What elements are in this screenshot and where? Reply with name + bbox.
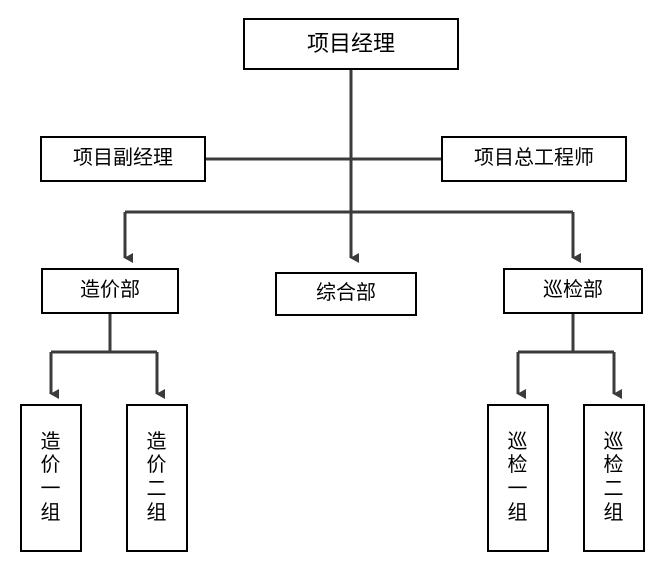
node-inspection-group-2[interactable]: 巡 检 二 组 <box>583 404 645 552</box>
node-cost-department[interactable]: 造价部 <box>41 268 179 314</box>
node-cost-group-1[interactable]: 造 价 一 组 <box>20 404 82 552</box>
node-label: 项目经理 <box>306 31 395 57</box>
node-deputy-manager[interactable]: 项目副经理 <box>40 136 206 182</box>
node-label: 巡 检 二 组 <box>603 430 625 524</box>
node-label: 巡检部 <box>543 279 603 302</box>
node-inspection-group-1[interactable]: 巡 检 一 组 <box>487 404 549 552</box>
node-label: 项目总工程师 <box>474 147 594 170</box>
node-label: 项目副经理 <box>73 147 173 170</box>
node-label: 综合部 <box>316 282 376 305</box>
node-general-department[interactable]: 综合部 <box>275 272 417 316</box>
node-label: 造 价 一 组 <box>40 430 62 524</box>
node-cost-group-2[interactable]: 造 价 二 组 <box>126 404 188 552</box>
node-label: 造价部 <box>80 279 140 302</box>
node-project-manager[interactable]: 项目经理 <box>243 18 459 70</box>
node-label: 造 价 二 组 <box>146 430 168 524</box>
node-chief-engineer[interactable]: 项目总工程师 <box>441 136 627 182</box>
node-label: 巡 检 一 组 <box>507 430 529 524</box>
node-inspection-department[interactable]: 巡检部 <box>503 268 643 314</box>
